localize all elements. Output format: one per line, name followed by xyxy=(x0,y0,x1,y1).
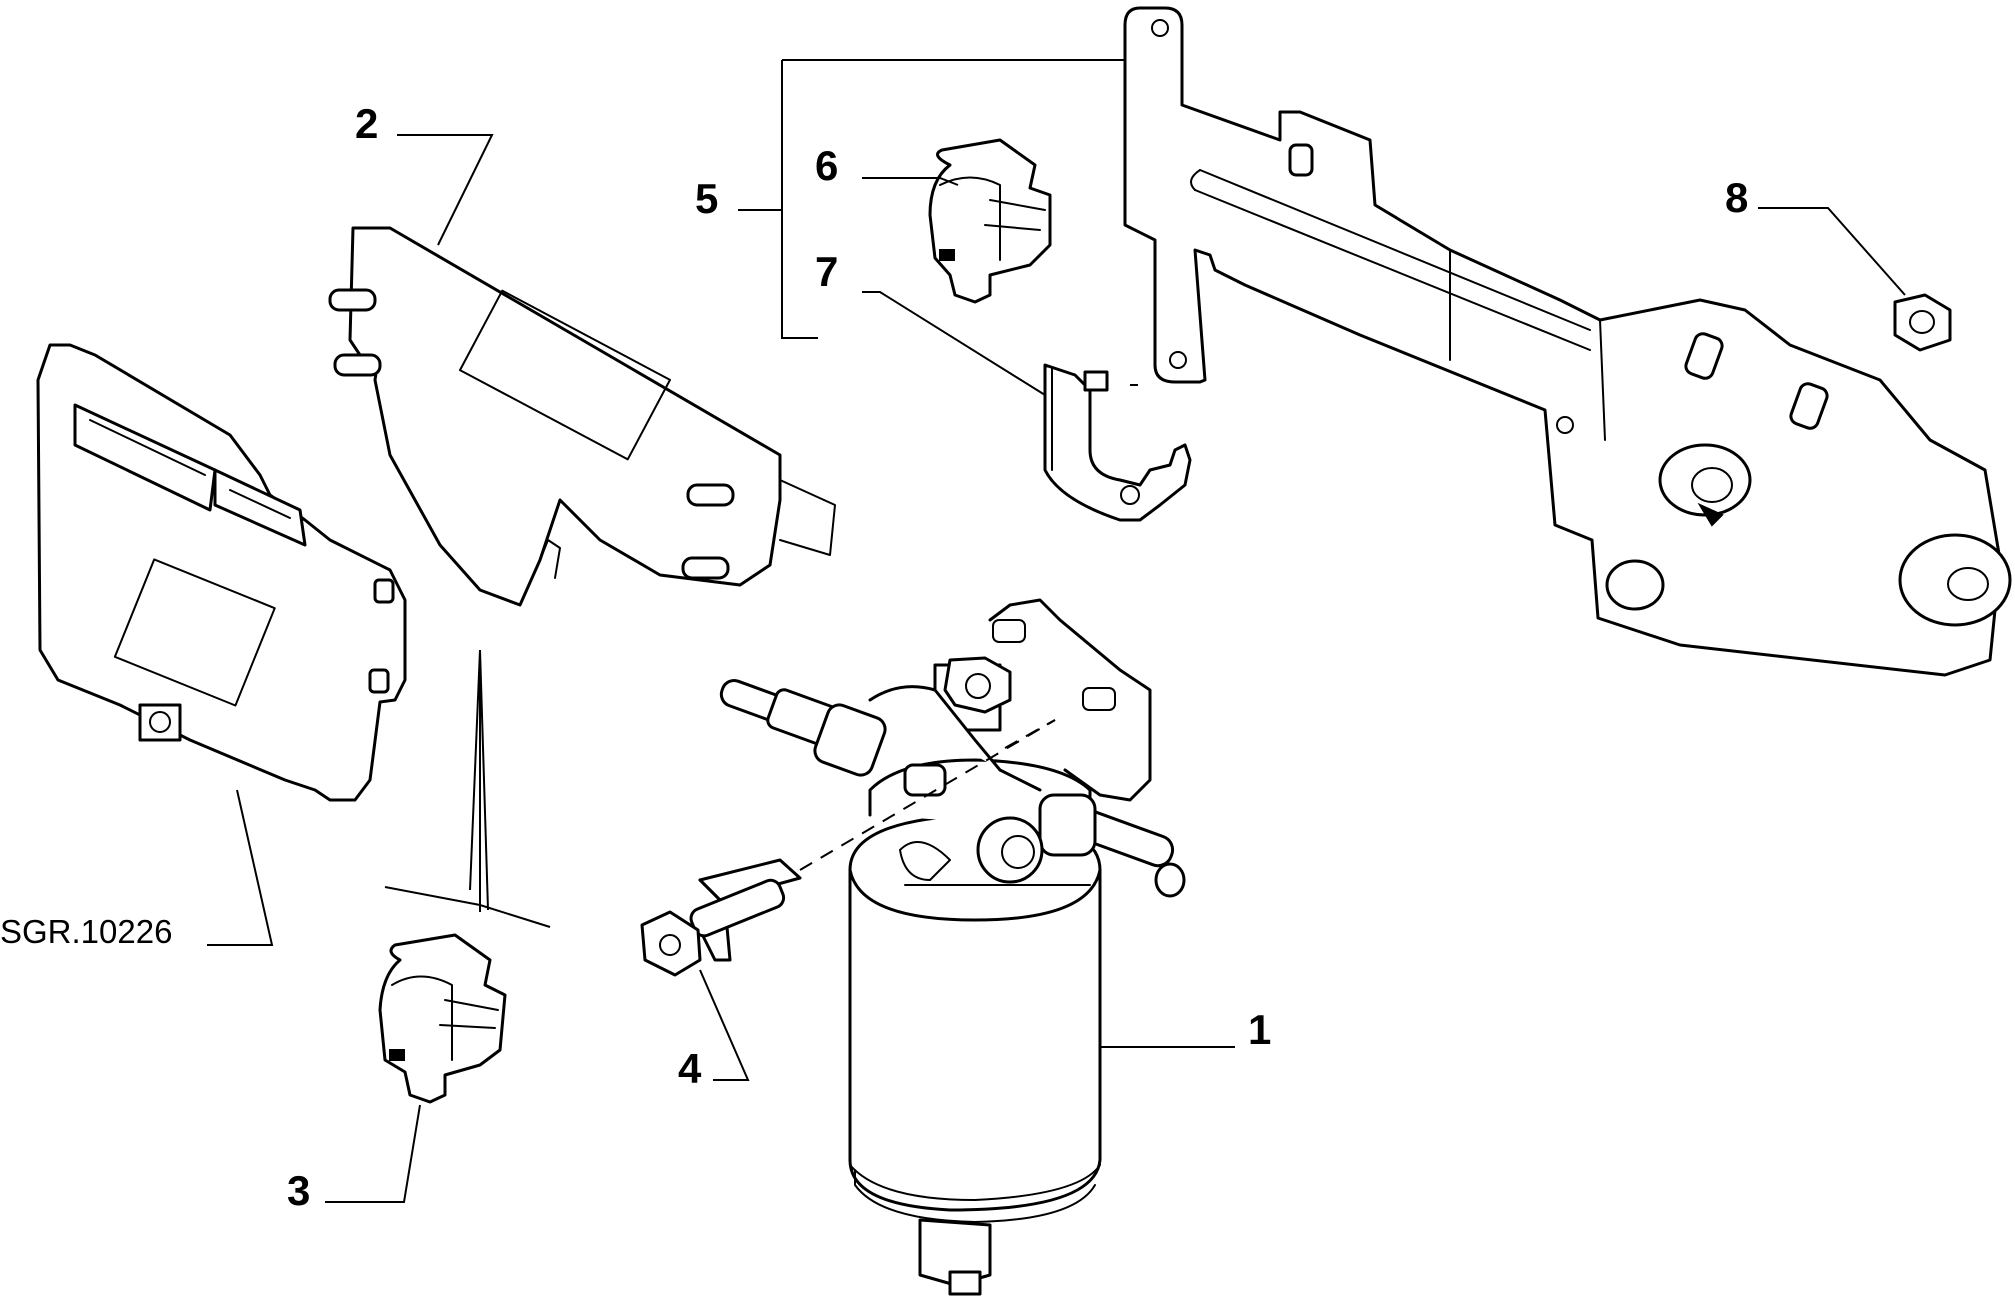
part-mounting-plate xyxy=(328,226,836,607)
callout-labels: 1 2 3 4 5 6 7 8 SGR.10226 xyxy=(0,100,1748,1214)
part-fuel-filter xyxy=(719,598,1186,1296)
callout-7: 7 xyxy=(815,248,838,295)
callout-5: 5 xyxy=(695,175,718,222)
leader-lines xyxy=(207,59,1906,1203)
reference-code: SGR.10226 xyxy=(0,913,172,950)
callout-4: 4 xyxy=(678,1045,702,1092)
part-mounting-bracket xyxy=(1123,6,2012,677)
part-clip-6 xyxy=(928,138,1052,304)
callout-2: 2 xyxy=(355,100,378,147)
part-clip-3 xyxy=(378,933,507,1104)
part-nut xyxy=(1893,293,1952,352)
callout-6: 6 xyxy=(815,142,838,189)
alignment-lines xyxy=(384,384,1138,928)
part-ecu-module xyxy=(36,343,407,802)
callout-1: 1 xyxy=(1248,1006,1271,1053)
part-bracket-clip-7 xyxy=(1043,363,1192,522)
callout-8: 8 xyxy=(1725,174,1748,221)
part-bolt xyxy=(640,858,802,977)
callout-3: 3 xyxy=(287,1167,310,1214)
